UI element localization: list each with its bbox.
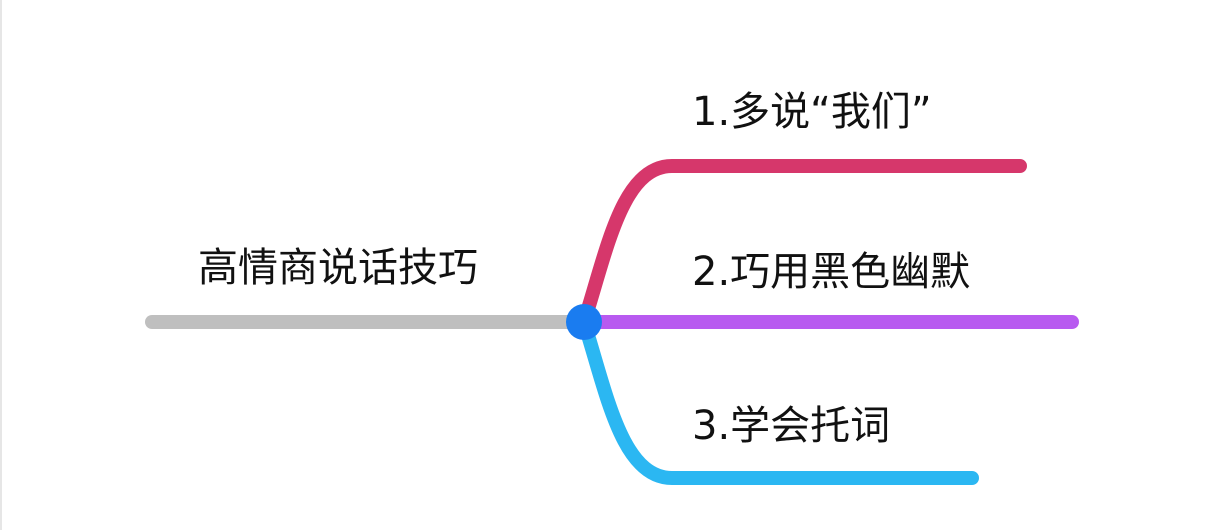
branch-topic-2[interactable]: 2.巧用黑色幽默 [692,249,971,295]
branch-topic-3[interactable]: 3.学会托词 [692,403,891,449]
root-topic[interactable]: 高情商说话技巧 [198,245,478,291]
center-node[interactable] [566,304,602,340]
branch-line-1 [577,159,1027,329]
branch-topic-1[interactable]: 1.多说“我们” [692,89,932,135]
branch-line-3 [577,315,979,485]
